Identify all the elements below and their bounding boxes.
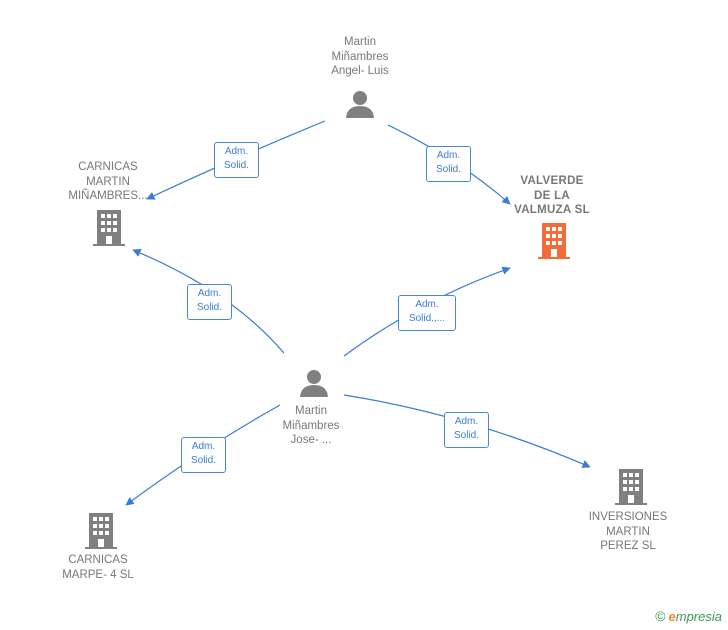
node-label-angel-luis[interactable]: Martin Miñambres Angel- Luis (331, 36, 389, 77)
edge-label-jose-to-carnicas-marpe: Adm. Solid. (181, 437, 226, 473)
brand-name: mpresia (675, 609, 722, 624)
node-label-carnicas-martin[interactable]: CARNICAS MARTIN MIÑAMBRES... (68, 161, 148, 202)
edge-label-angel-to-valverde: Adm. Solid. (426, 146, 471, 182)
brand-initial: e (668, 609, 676, 624)
edge-label-jose-to-carnicas-martin: Adm. Solid. (187, 284, 232, 320)
empresia-watermark: ©empresia (655, 608, 722, 624)
edge-label-jose-to-inversiones: Adm. Solid. (444, 412, 489, 448)
person-icon[interactable] (345, 89, 375, 119)
building-icon[interactable] (93, 210, 125, 246)
building-icon[interactable] (85, 513, 117, 549)
copyright-icon: © (655, 608, 666, 624)
node-label-carnicas-marpe[interactable]: CARNICAS MARPE- 4 SL (62, 554, 134, 581)
node-label-jose[interactable]: Martin Miñambres Jose- ... (282, 405, 340, 446)
person-icon[interactable] (299, 368, 329, 398)
building-icon[interactable] (615, 469, 647, 505)
building-icon[interactable] (538, 223, 570, 259)
edge-label-angel-to-carnicas-martin: Adm. Solid. (214, 142, 259, 178)
node-label-valverde[interactable]: VALVERDE DE LA VALMUZA SL (514, 175, 590, 216)
node-label-inversiones[interactable]: INVERSIONES MARTIN PEREZ SL (588, 511, 668, 552)
edge-label-jose-to-valverde: Adm. Solid.,... (398, 295, 456, 331)
